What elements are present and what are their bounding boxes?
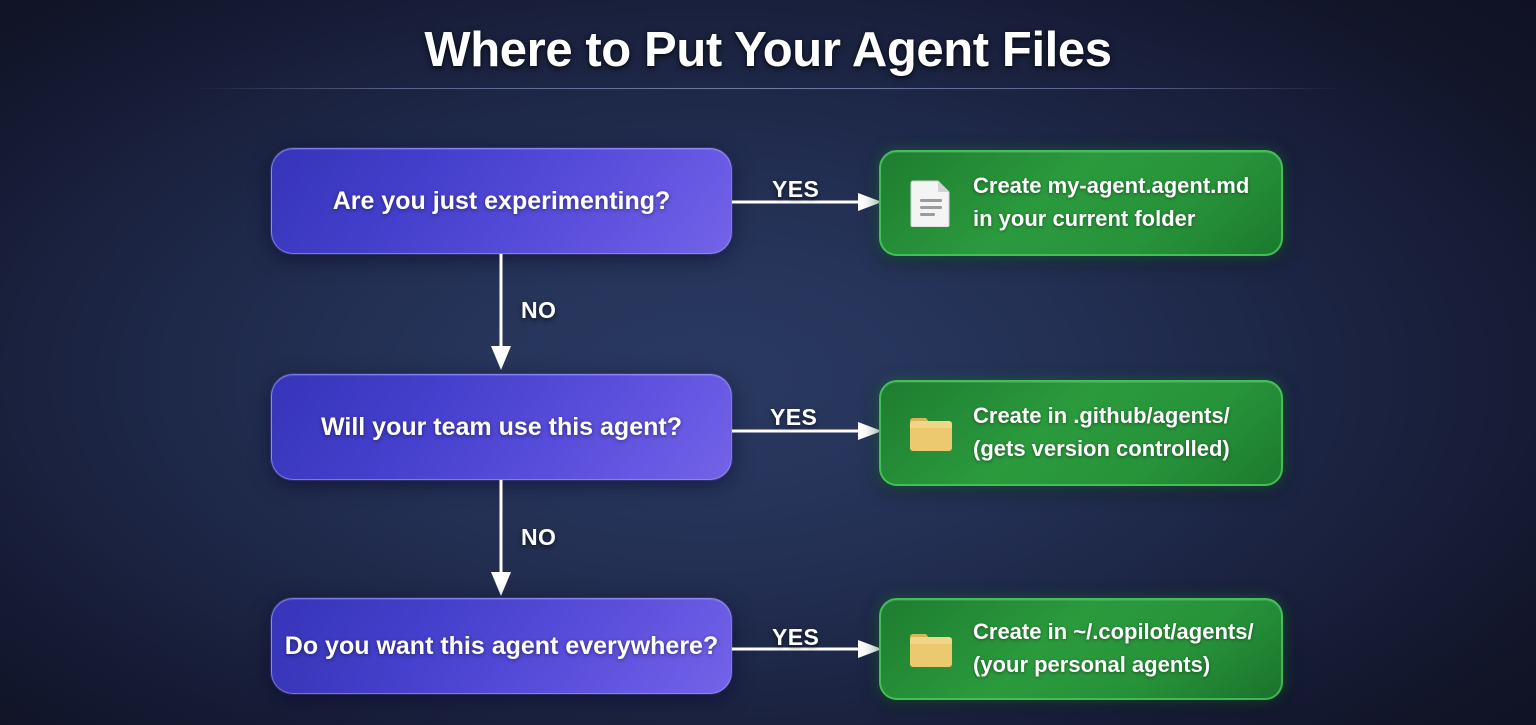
- decision-box-team-use[interactable]: Will your team use this agent?: [271, 374, 732, 480]
- outcome-box-current-folder[interactable]: Create my-agent.agent.md in your current…: [879, 150, 1283, 256]
- decision-box-experimenting[interactable]: Are you just experimenting?: [271, 148, 732, 254]
- yes-arrow-2: [732, 422, 882, 440]
- outcome-text: Create my-agent.agent.md in your current…: [973, 171, 1249, 235]
- yes-arrow-3: [732, 640, 882, 658]
- folder-icon: [907, 408, 955, 458]
- outcome-text: Create in .github/agents/ (gets version …: [973, 401, 1230, 465]
- folder-icon: [907, 624, 955, 674]
- no-arrow-1: [491, 254, 511, 370]
- edge-label-no-1: NO: [521, 297, 557, 323]
- outcome-text: Create in ~/.copilot/agents/ (your perso…: [973, 617, 1254, 681]
- outcome-box-github-agents[interactable]: Create in .github/agents/ (gets version …: [879, 380, 1283, 486]
- decision-label: Are you just experimenting?: [332, 186, 671, 215]
- edge-label-yes-2: YES: [770, 404, 818, 430]
- yes-arrow-1: [732, 193, 882, 211]
- outcome-line-1: Create my-agent.agent.md: [973, 173, 1250, 199]
- title-divider: [196, 88, 1342, 89]
- outcome-line-1: Create in .github/agents/: [973, 403, 1230, 429]
- outcome-line-1: Create in ~/.copilot/agents/: [973, 619, 1254, 645]
- decision-label: Do you want this agent everywhere?: [284, 631, 719, 660]
- decision-label: Will your team use this agent?: [321, 412, 682, 441]
- decision-box-everywhere[interactable]: Do you want this agent everywhere?: [271, 598, 732, 694]
- outcome-box-copilot-agents[interactable]: Create in ~/.copilot/agents/ (your perso…: [879, 598, 1283, 700]
- document-icon: [907, 178, 955, 228]
- outcome-line-2: in your current folder: [973, 206, 1196, 231]
- outcome-line-2: (gets version controlled): [973, 436, 1230, 461]
- edge-label-yes-1: YES: [772, 176, 820, 202]
- page-title: Where to Put Your Agent Files: [424, 23, 1112, 77]
- edge-label-yes-3: YES: [772, 624, 820, 650]
- edge-label-no-2: NO: [521, 524, 557, 550]
- no-arrow-2: [491, 480, 511, 596]
- outcome-line-2: (your personal agents): [973, 652, 1211, 677]
